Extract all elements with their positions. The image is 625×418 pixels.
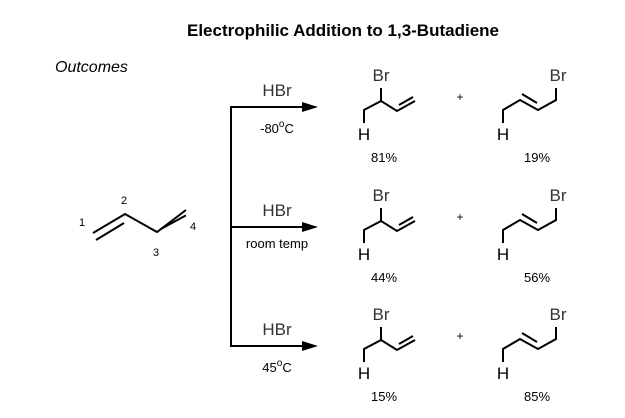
reagent-label: HBr (262, 201, 292, 220)
product-2-percent: 85% (524, 389, 550, 404)
bromine-label: Br (550, 305, 567, 324)
bromine-label: Br (373, 66, 390, 85)
title: Electrophilic Addition to 1,3-Butadiene (187, 21, 499, 40)
bromine-label: Br (373, 186, 390, 205)
product-1-percent: 15% (371, 389, 397, 404)
hydrogen-label: H (497, 245, 509, 264)
product-2-percent: 56% (524, 270, 550, 285)
condition-unit: C (284, 121, 293, 136)
product-1-bromobutene-2 (502, 208, 557, 243)
condition-label: -80oC (260, 119, 294, 136)
product-2-percent: 19% (524, 150, 550, 165)
product-1-bromobutene-2 (502, 88, 557, 123)
hydrogen-label: H (358, 364, 370, 383)
carbon-label-4: 4 (190, 221, 196, 233)
butadiene (92, 209, 187, 241)
product-1-bromobutene-3 (363, 208, 416, 243)
hydrogen-label: H (358, 245, 370, 264)
carbon-label-2: 2 (121, 195, 127, 207)
plus-sign: + (456, 90, 463, 104)
degree-symbol: o (279, 119, 285, 130)
reagent-label: HBr (262, 81, 292, 100)
condition-label: room temp (246, 236, 308, 251)
bromine-label: Br (550, 66, 567, 85)
arrow-head-icon (302, 102, 318, 112)
condition-label: 45oC (262, 358, 291, 375)
bromine-label: Br (373, 305, 390, 324)
degree-symbol: o (277, 358, 283, 369)
carbon-label-3: 3 (153, 247, 159, 259)
subtitle: Outcomes (55, 59, 128, 76)
condition-value: room temp (246, 236, 308, 251)
condition-unit: C (282, 360, 291, 375)
arrow-head-icon (302, 341, 318, 351)
carbon-label-1: 1 (79, 217, 85, 229)
plus-sign: + (456, 210, 463, 224)
hydrogen-label: H (497, 125, 509, 144)
product-1-bromobutene-3 (363, 327, 416, 362)
product-1-bromobutene-3 (363, 88, 416, 123)
product-1-percent: 81% (371, 150, 397, 165)
hydrogen-label: H (497, 364, 509, 383)
plus-sign: + (456, 329, 463, 343)
product-1-percent: 44% (371, 270, 397, 285)
condition-value: -80 (260, 121, 279, 136)
product-1-bromobutene-2 (502, 327, 557, 362)
bromine-label: Br (550, 186, 567, 205)
condition-value: 45 (262, 360, 276, 375)
reagent-label: HBr (262, 320, 292, 339)
arrow-head-icon (302, 222, 318, 232)
hydrogen-label: H (358, 125, 370, 144)
